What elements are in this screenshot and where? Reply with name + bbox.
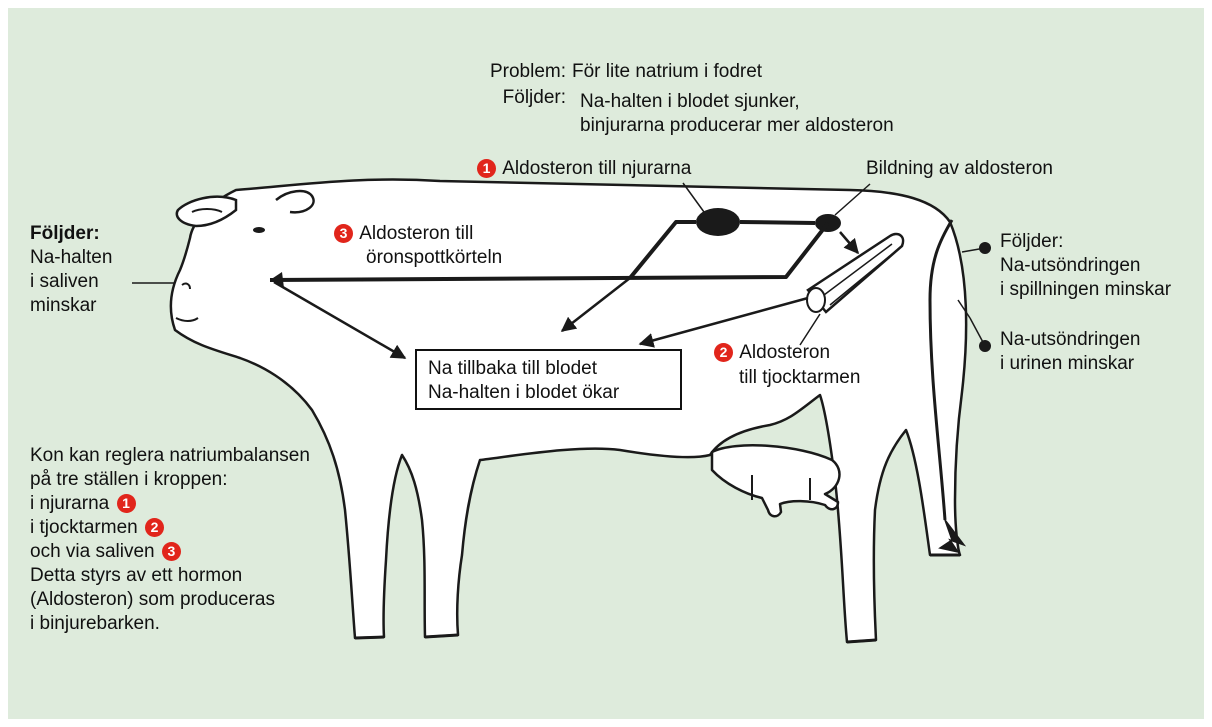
saliva-effect-line2: i saliven [30,270,99,293]
pathway-3-line1: Aldosteron till [359,223,473,244]
manure-effect-line3: i spillningen minskar [1000,278,1171,301]
kidney-shape [696,208,740,236]
consequences-label: Följder: [460,86,566,109]
pathway-1-label-row: 1 Aldosteron till njurarna [475,157,691,180]
pathway-2-line1: Aldosteron [739,342,830,363]
pathway-3-label-row: 3 Aldosteron till [332,222,473,245]
pathway-3-line2: öronspottkörteln [366,246,502,269]
summary-item3-row: och via saliven 3 [30,540,183,563]
summary-item2: i tjocktarmen [30,517,138,538]
summary-line8: i binjurebarken. [30,612,160,635]
summary-badge-2: 2 [145,518,164,537]
saliva-effect-line1: Na-halten [30,246,112,269]
manure-effect-line1: Följder: [1000,230,1063,253]
summary-item1-row: i njurarna 1 [30,492,138,515]
pathway-1-label: Aldosteron till njurarna [502,158,691,179]
cow-body-outline [171,180,966,642]
outcome-line2: Na-halten i blodet ökar [428,381,680,405]
cow-eye [253,227,265,233]
summary-line7: (Aldosteron) som produceras [30,588,275,611]
callout-dot-urine [979,340,991,352]
summary-badge-1: 1 [117,494,136,513]
manure-effect-line2: Na-utsöndringen [1000,254,1140,277]
summary-item2-row: i tjocktarmen 2 [30,516,166,539]
summary-item1: i njurarna [30,493,109,514]
summary-item3: och via saliven [30,541,155,562]
urine-effect-line1: Na-utsöndringen [1000,328,1140,351]
summary-line2: på tre ställen i kroppen: [30,468,228,491]
aldosterone-formation-label: Bildning av aldosteron [866,157,1053,180]
pathway-2-line2: till tjocktarmen [739,366,860,389]
saliva-effect-line3: minskar [30,294,97,317]
outcome-box: Na tillbaka till blodet Na-halten i blod… [415,349,682,410]
outcome-line1: Na tillbaka till blodet [428,357,680,381]
problem-label: Problem: [460,60,566,83]
cow-udder [712,445,839,516]
summary-line6: Detta styrs av ett hormon [30,564,242,587]
consequences-line2: binjurarna producerar mer aldosteron [580,114,894,137]
urine-effect-line2: i urinen minskar [1000,352,1134,375]
problem-text: För lite natrium i fodret [572,60,762,83]
callout-dot-manure [979,242,991,254]
consequences-line1: Na-halten i blodet sjunker, [580,90,800,113]
badge-3: 3 [334,224,353,243]
pathway-2-label-row: 2 Aldosteron [712,341,830,364]
summary-badge-3: 3 [162,542,181,561]
badge-2: 2 [714,343,733,362]
badge-1: 1 [477,159,496,178]
summary-line1: Kon kan reglera natriumbalansen [30,444,310,467]
saliva-effect-title: Följder: [30,222,100,245]
